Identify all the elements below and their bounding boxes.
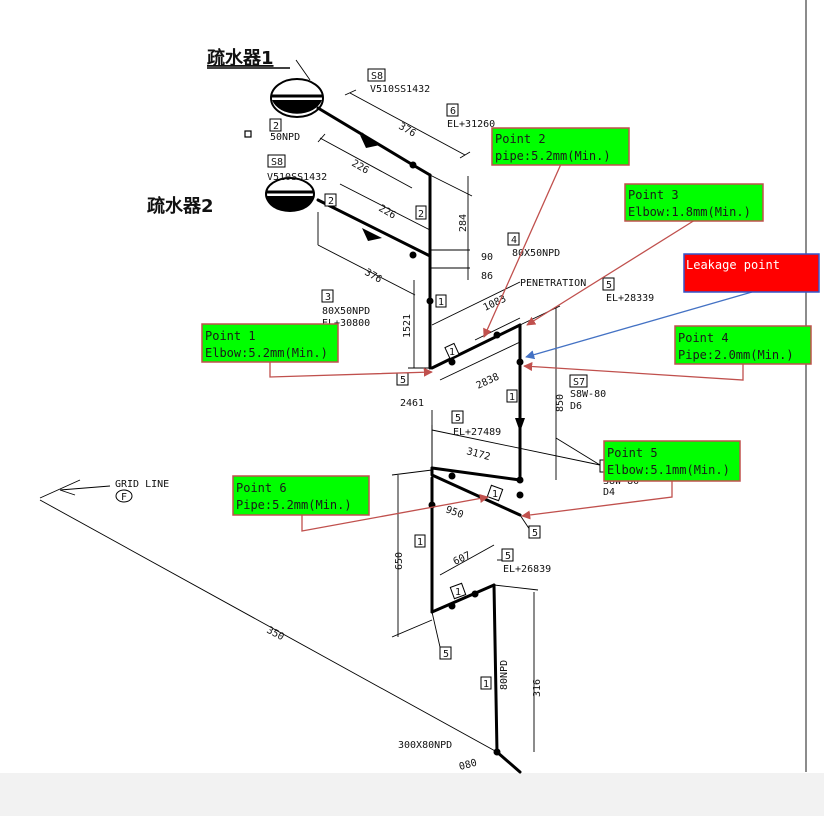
svg-text:Point 1: Point 1 bbox=[205, 329, 256, 343]
callout-point-3: Point 3 Elbow:1.8mm(Min.) bbox=[624, 183, 764, 222]
svg-text:Elbow:5.2mm(Min.): Elbow:5.2mm(Min.) bbox=[205, 346, 328, 360]
svg-text:607: 607 bbox=[452, 550, 473, 568]
drain-trap-1-title: 疏水器1 bbox=[207, 47, 274, 69]
svg-text:80NPD: 80NPD bbox=[499, 660, 510, 690]
drain-trap-2-title: 疏水器2 bbox=[147, 195, 214, 217]
callout-point-4: Point 4 Pipe:2.0mm(Min.) bbox=[674, 325, 812, 365]
svg-text:EL+31260: EL+31260 bbox=[447, 119, 495, 130]
svg-text:2838: 2838 bbox=[475, 372, 501, 392]
drawing-labels: V510SS1432 V510SS1432 50NPD EL+31260 80X… bbox=[115, 84, 654, 773]
svg-text:GRID LINE: GRID LINE bbox=[115, 479, 169, 490]
svg-text:Elbow:1.8mm(Min.): Elbow:1.8mm(Min.) bbox=[628, 205, 751, 219]
svg-text:5: 5 bbox=[400, 375, 406, 386]
svg-text:376: 376 bbox=[363, 267, 384, 286]
svg-text:950: 950 bbox=[444, 504, 465, 521]
svg-text:2461: 2461 bbox=[400, 398, 424, 409]
svg-text:5: 5 bbox=[443, 649, 449, 660]
svg-text:300X80NPD: 300X80NPD bbox=[398, 740, 452, 751]
svg-text:EL+26839: EL+26839 bbox=[503, 564, 551, 575]
svg-text:2: 2 bbox=[273, 121, 279, 132]
svg-text:650: 650 bbox=[394, 552, 405, 570]
svg-text:Point 6: Point 6 bbox=[236, 481, 287, 495]
svg-text:V510SS1432: V510SS1432 bbox=[267, 172, 327, 183]
svg-text:1: 1 bbox=[449, 347, 455, 358]
svg-text:850: 850 bbox=[555, 394, 566, 412]
svg-text:EL+30800: EL+30800 bbox=[322, 318, 370, 329]
svg-text:1083: 1083 bbox=[482, 294, 508, 314]
svg-text:Leakage point: Leakage point bbox=[686, 258, 780, 272]
svg-text:080: 080 bbox=[458, 758, 478, 773]
callout-leakage-point: Leakage point bbox=[683, 253, 820, 293]
pipe-run bbox=[316, 106, 522, 774]
svg-text:226: 226 bbox=[377, 203, 398, 222]
callout-leaders bbox=[269, 163, 753, 532]
svg-text:Elbow:5.1mm(Min.): Elbow:5.1mm(Min.) bbox=[607, 463, 730, 477]
svg-text:90: 90 bbox=[481, 252, 493, 263]
callout-point-1: Point 1 Elbow:5.2mm(Min.) bbox=[201, 323, 339, 363]
svg-text:S8: S8 bbox=[271, 157, 283, 168]
bottom-band bbox=[0, 773, 824, 816]
svg-text:3172: 3172 bbox=[465, 446, 491, 463]
svg-text:284: 284 bbox=[458, 214, 469, 232]
svg-text:316: 316 bbox=[532, 679, 543, 697]
svg-text:D4: D4 bbox=[603, 487, 615, 498]
callout-point-6: Point 6 Pipe:5.2mm(Min.) bbox=[232, 475, 370, 516]
svg-text:50NPD: 50NPD bbox=[270, 132, 300, 143]
drain-trap-2-symbol bbox=[265, 177, 315, 212]
svg-text:Pipe:2.0mm(Min.): Pipe:2.0mm(Min.) bbox=[678, 348, 794, 362]
svg-text:3: 3 bbox=[325, 292, 331, 303]
tag-boxes: S8 S8 S7 2 2 3 4 6 5 5 5 5 5 5 5 1 1 1 1… bbox=[115, 68, 615, 690]
svg-text:F: F bbox=[121, 492, 127, 503]
svg-text:1: 1 bbox=[509, 392, 515, 403]
svg-text:S7: S7 bbox=[573, 377, 585, 388]
svg-text:2: 2 bbox=[418, 209, 424, 220]
svg-text:5: 5 bbox=[505, 551, 511, 562]
svg-text:Point 3: Point 3 bbox=[628, 188, 679, 202]
svg-text:EL+27489: EL+27489 bbox=[453, 427, 501, 438]
svg-text:1: 1 bbox=[483, 679, 489, 690]
svg-text:5: 5 bbox=[606, 280, 612, 291]
callout-point-2: Point 2 pipe:5.2mm(Min.) bbox=[491, 127, 630, 166]
drain-trap-1-symbol bbox=[270, 78, 324, 118]
svg-text:EL+28339: EL+28339 bbox=[606, 293, 654, 304]
svg-text:1: 1 bbox=[492, 489, 498, 500]
svg-text:S8W-80: S8W-80 bbox=[570, 389, 606, 400]
svg-text:80X50NPD: 80X50NPD bbox=[512, 248, 560, 259]
svg-text:Point 2: Point 2 bbox=[495, 132, 546, 146]
svg-text:86: 86 bbox=[481, 271, 493, 282]
svg-text:Point 5: Point 5 bbox=[607, 446, 658, 460]
svg-text:1521: 1521 bbox=[402, 314, 413, 338]
svg-text:1: 1 bbox=[455, 587, 461, 598]
svg-text:S8: S8 bbox=[371, 71, 383, 82]
svg-text:1: 1 bbox=[417, 537, 423, 548]
svg-text:pipe:5.2mm(Min.): pipe:5.2mm(Min.) bbox=[495, 149, 611, 163]
svg-text:5: 5 bbox=[455, 413, 461, 424]
svg-text:2: 2 bbox=[328, 196, 334, 207]
svg-text:6: 6 bbox=[450, 106, 456, 117]
svg-text:Point 4: Point 4 bbox=[678, 331, 729, 345]
svg-text:376: 376 bbox=[397, 121, 418, 140]
dimension-lines bbox=[39, 89, 601, 753]
svg-text:D6: D6 bbox=[570, 401, 582, 412]
svg-text:V510SS1432: V510SS1432 bbox=[370, 84, 430, 95]
svg-text:226: 226 bbox=[350, 158, 371, 177]
svg-text:1: 1 bbox=[438, 297, 444, 308]
callout-point-5: Point 5 Elbow:5.1mm(Min.) bbox=[603, 440, 741, 482]
svg-text:80X50NPD: 80X50NPD bbox=[322, 306, 370, 317]
svg-text:350: 350 bbox=[265, 625, 286, 643]
svg-text:Pipe:5.2mm(Min.): Pipe:5.2mm(Min.) bbox=[236, 498, 352, 512]
svg-text:4: 4 bbox=[511, 235, 517, 246]
svg-text:PENETRATION: PENETRATION bbox=[520, 278, 586, 289]
svg-text:5: 5 bbox=[532, 528, 538, 539]
